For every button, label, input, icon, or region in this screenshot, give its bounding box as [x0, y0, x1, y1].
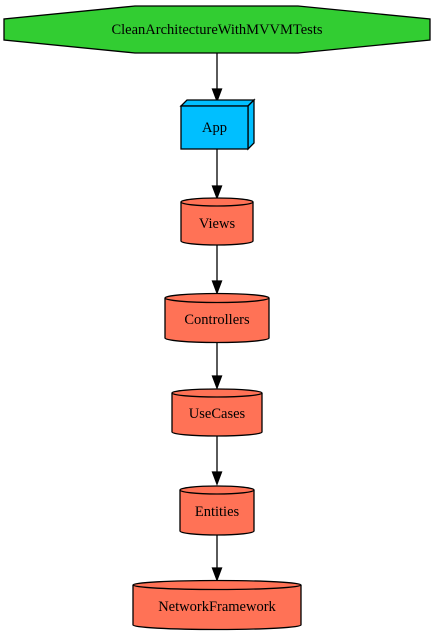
networkframework-label: NetworkFramework	[158, 599, 276, 615]
target-label: CleanArchitectureWithMVVMTests	[111, 22, 322, 38]
app-box-front	[180, 105, 249, 150]
node-usecases: UseCases	[171, 388, 263, 437]
node-views: Views	[180, 197, 254, 246]
target-octagon	[3, 5, 431, 54]
controllers-label: Controllers	[184, 312, 250, 328]
node-target: CleanArchitectureWithMVVMTests	[3, 5, 431, 54]
edge-app-to-views	[211, 149, 223, 200]
app-box-top	[179, 99, 256, 107]
networkframework-cylinder	[132, 579, 302, 631]
entities-cylinder	[179, 485, 255, 536]
edge-controllers-to-usecases	[211, 343, 223, 390]
edge-entities-to-networkframework	[211, 535, 223, 582]
views-cylinder	[180, 197, 254, 246]
controllers-cylinder-rim	[164, 297, 270, 304]
networkframework-cylinder-rim	[132, 584, 302, 591]
usecases-cylinder-rim	[171, 392, 263, 398]
edge-target-to-app	[211, 53, 223, 103]
usecases-cylinder	[171, 388, 263, 437]
edge-views-to-controllers	[211, 245, 223, 295]
app-box-side	[247, 98, 255, 151]
views-cylinder-rim	[180, 201, 254, 207]
usecases-label: UseCases	[189, 406, 246, 422]
entities-cylinder-rim	[179, 489, 255, 495]
node-entities: Entities	[179, 485, 255, 536]
entities-label: Entities	[195, 504, 240, 520]
controllers-cylinder	[164, 292, 270, 344]
views-label: Views	[199, 216, 236, 232]
node-controllers: Controllers	[164, 292, 270, 344]
node-app: App	[179, 98, 256, 151]
edge-usecases-to-entities	[211, 436, 223, 486]
edges	[211, 53, 223, 582]
app-label: App	[202, 120, 227, 136]
node-networkframework: NetworkFramework	[132, 579, 302, 631]
